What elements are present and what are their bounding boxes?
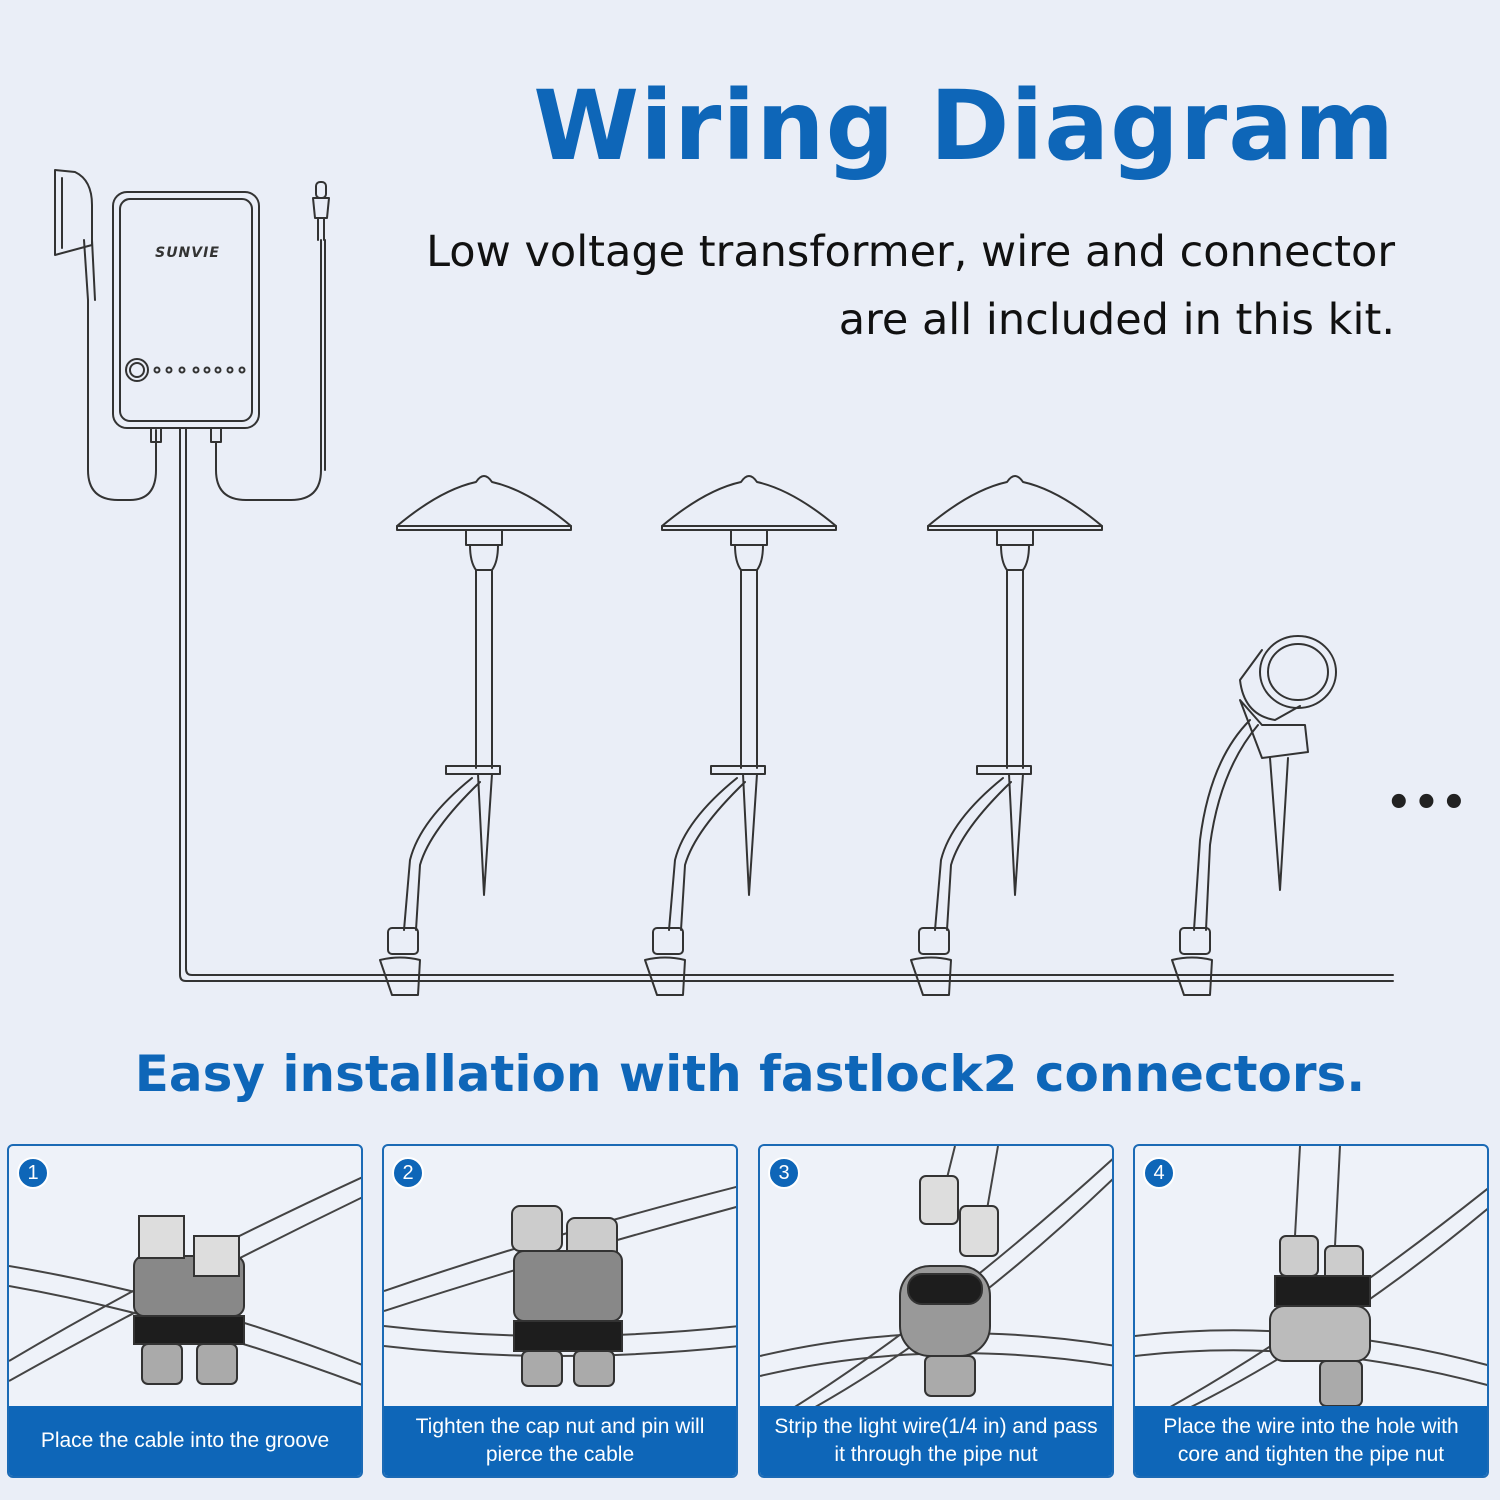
step-number-badge-4: 4	[1143, 1157, 1175, 1189]
step-caption-4: Place the wire into the hole with core a…	[1135, 1406, 1487, 1476]
step-number-badge-3: 3	[768, 1157, 800, 1189]
path-light-icon-2	[644, 475, 837, 996]
wall-plug-icon	[54, 169, 157, 501]
step-number-badge-1: 1	[17, 1157, 49, 1189]
path-light-icon-3	[910, 475, 1103, 996]
step-number-badge-2: 2	[392, 1157, 424, 1189]
subtitle: Low voltage transformer, wire and connec…	[395, 218, 1395, 354]
light-sensor-icon	[215, 181, 330, 501]
connector-step-4-illustration	[1135, 1146, 1487, 1410]
step-caption-2: Tighten the cap nut and pin will pierce …	[384, 1406, 736, 1476]
step-panel-3: 3 Strip the light wire(1/4 in) and pass …	[758, 1144, 1114, 1478]
connector-icon	[133, 1215, 245, 1385]
connector-step-2-illustration	[384, 1185, 736, 1387]
step-panel-4: 4 Place the wire into the hole with core…	[1133, 1144, 1489, 1478]
main-cable	[179, 427, 1394, 982]
subtitle-line-1: Low voltage transformer, wire and connec…	[426, 227, 1395, 277]
connector-step-1-illustration	[9, 1176, 361, 1386]
spotlight-icon	[1171, 635, 1337, 996]
path-light-icon-1	[379, 475, 572, 996]
subtitle-line-2: are all included in this kit.	[838, 295, 1395, 345]
step-caption-1: Place the cable into the groove	[9, 1406, 361, 1476]
step-caption-3: Strip the light wire(1/4 in) and pass it…	[760, 1406, 1112, 1476]
installation-headline: Easy installation with fastlock2 connect…	[134, 1045, 1366, 1103]
transformer-brand: SUNVIE	[155, 245, 220, 261]
wiring-illustration	[54, 169, 1394, 996]
connector-step-3-illustration	[760, 1146, 1112, 1410]
connector-icon	[511, 1205, 623, 1387]
transformer-icon	[112, 191, 260, 443]
connector-icon	[1269, 1235, 1371, 1407]
connector-icon	[899, 1175, 999, 1397]
more-lights-ellipsis: •••	[1386, 780, 1469, 826]
step-panel-1: 1 Place the cable into the groove	[7, 1144, 363, 1478]
step-panel-2: 2 Tighten the cap nut and pin will pierc…	[382, 1144, 738, 1478]
page-title: Wiring Diagram	[533, 70, 1395, 182]
